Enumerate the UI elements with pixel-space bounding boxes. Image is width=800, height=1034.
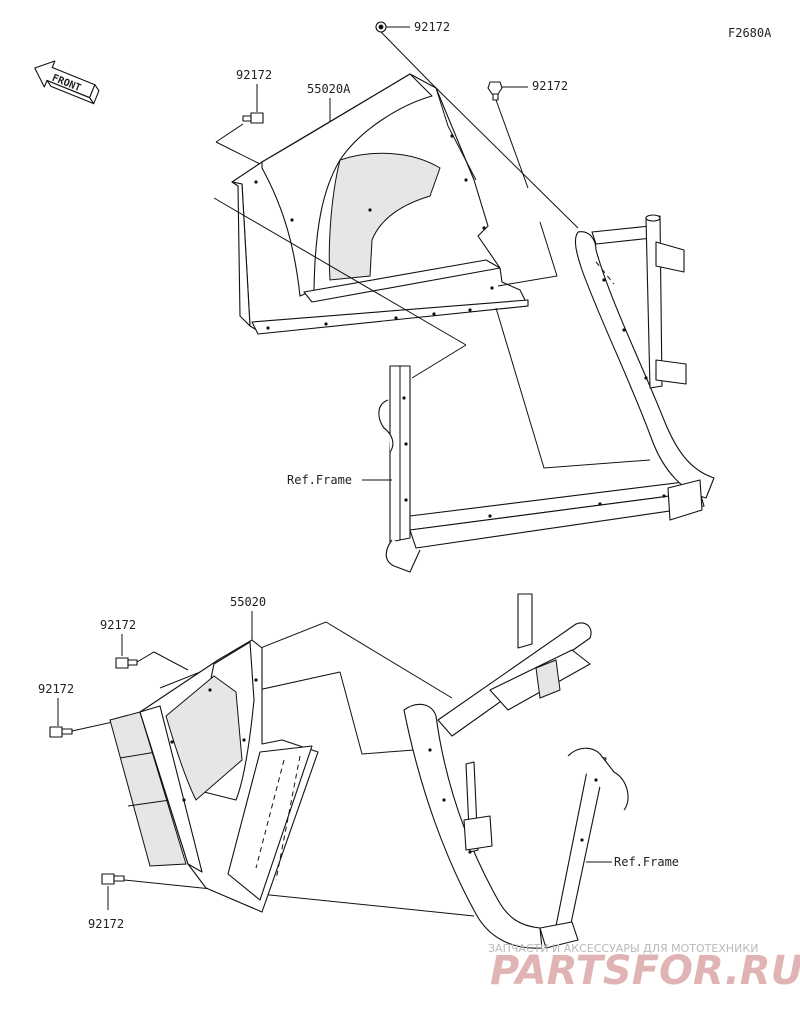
callout-bottom-bolt-a: 92172	[100, 618, 136, 632]
callout-bottom-part: 55020	[230, 595, 266, 609]
front-arrow-icon: FRONT	[34, 60, 100, 105]
bolt-top-upper-icon	[375, 21, 387, 33]
leader-line	[497, 221, 558, 287]
frame-bottom	[403, 593, 629, 949]
leader-line	[495, 99, 529, 189]
fender-panel-55020A	[231, 73, 529, 335]
watermark-tagline: ЗАПЧАСТИ И АКСЕССУАРЫ ДЛЯ МОТОТЕХНИКИ	[488, 942, 758, 955]
callout-bottom-bolt-c: 92172	[88, 917, 124, 931]
watermark-brand: PARTSFOR.RU	[490, 948, 800, 994]
callout-top-frame: Ref.Frame	[287, 473, 352, 487]
bolt-bottom-c-icon	[101, 873, 125, 885]
callout-bottom-bolt-b: 92172	[38, 682, 74, 696]
leader-line	[380, 31, 431, 83]
figure-code: F2680A	[728, 26, 772, 40]
leader-line	[429, 81, 579, 229]
leader-line	[215, 123, 244, 143]
leader-line	[339, 671, 415, 755]
leader-line	[215, 141, 263, 166]
fender-panel-55020	[109, 639, 319, 913]
callout-top-bolt-upper: 92172	[414, 20, 450, 34]
bolt-bottom-a-icon	[115, 657, 138, 669]
bolt-top-right-icon	[487, 81, 503, 101]
leader-line	[136, 651, 189, 671]
bolt-top-left-icon	[242, 112, 264, 124]
callout-top-bolt-right: 92172	[532, 79, 568, 93]
callout-top-bolt-left: 92172	[236, 68, 272, 82]
callout-top-part: 55020A	[307, 82, 351, 96]
frame-top	[378, 214, 715, 573]
leader-line	[213, 197, 467, 346]
leader-line	[495, 307, 651, 469]
bolt-bottom-b-icon	[49, 726, 73, 738]
leader-line	[411, 344, 467, 379]
leader-line	[123, 879, 475, 917]
callout-bottom-frame: Ref.Frame	[614, 855, 679, 869]
